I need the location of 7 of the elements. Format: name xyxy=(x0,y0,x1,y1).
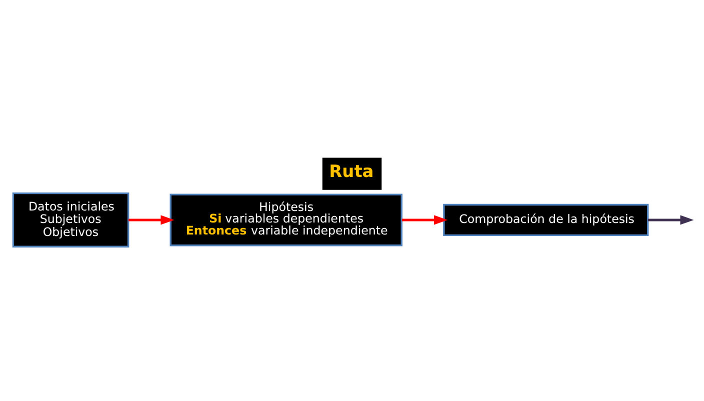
arrow xyxy=(128,215,174,225)
arrow xyxy=(402,215,448,225)
node-box: Comprobación de la hipótesis xyxy=(443,204,649,236)
node-box: Datos iniciales Subjetivos Objetivos xyxy=(12,192,130,248)
arrow xyxy=(648,215,694,225)
diagram-title: Ruta xyxy=(329,161,374,182)
node-box: Hipótesis Si variables dependientes Entonces variable independiente xyxy=(170,194,402,246)
